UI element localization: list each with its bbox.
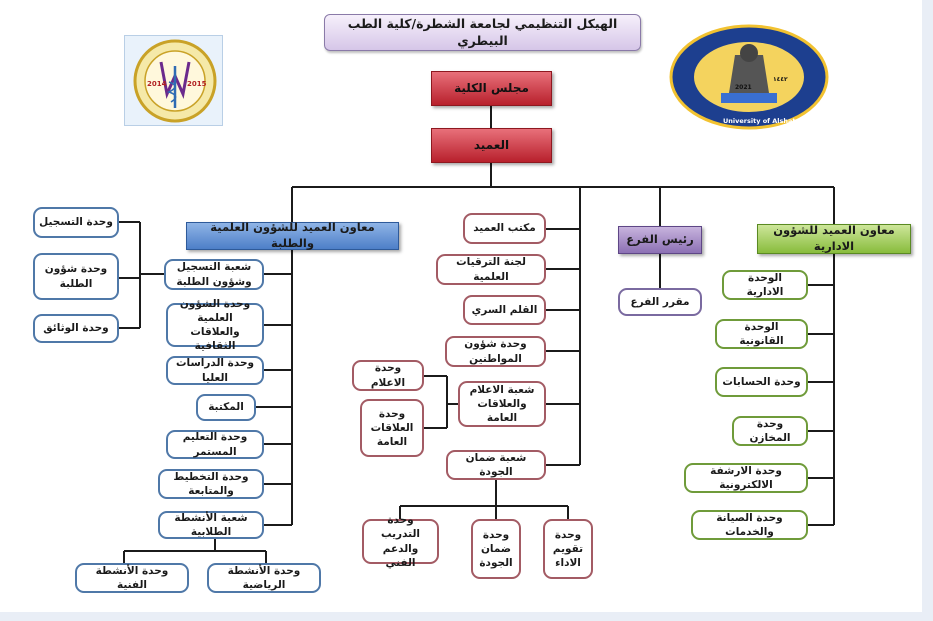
university-logo: 2021 ١٤٤٢ University of Alshatrah — [669, 23, 831, 131]
logo-year-hijri: ١٤٤٢ — [773, 76, 788, 83]
registration-unit-node: وحدة التسجيل — [33, 207, 119, 238]
performance-evaluation-unit-node: وحدة تقويم الاداء — [543, 519, 593, 579]
confidential-office-node: القلم السري — [463, 295, 546, 325]
public-relations-unit-node: وحدة العلاقات العامة — [360, 399, 424, 457]
continuing-education-unit-node: وحدة التعليم المستمر — [166, 430, 264, 459]
student-affairs-unit-node: وحدة شؤون الطلبة — [33, 253, 119, 300]
citizen-affairs-unit-node: وحدة شؤون المواطنين — [445, 336, 546, 367]
quality-assurance-section-node: شعبة ضمان الجودة — [446, 450, 546, 480]
sports-activities-unit-node: وحدة الأنشطة الرياضية — [207, 563, 321, 593]
promotions-committee-node: لجنة الترقيات العلمية — [436, 254, 546, 285]
documents-unit-node: وحدة الوثائق — [33, 314, 119, 343]
scientific-relations-unit-node: وحدة الشؤون العلمية والعلاقات الثقافية — [166, 298, 264, 352]
branch-rapporteur-node: مقرر الفرع — [618, 288, 702, 316]
quality-assurance-unit-node: وحدة ضمان الجودة — [471, 519, 521, 579]
chart-title: الهيكل التنظيمي لجامعة الشطرة/كلية الطب … — [324, 14, 641, 51]
dean-node: العميد — [431, 128, 552, 163]
window-bottom-edge — [0, 612, 933, 621]
planning-unit-node: وحدة التخطيط والمتابعة — [158, 469, 264, 499]
arts-activities-unit-node: وحدة الأنشطة الفنية — [75, 563, 189, 593]
branch-head-node: رئيس الفرع — [618, 226, 702, 254]
college-logo: 2014 2015 — [124, 35, 223, 126]
legal-unit-node: الوحدة القانونية — [715, 319, 808, 349]
logo-year-gregorian: 2021 — [735, 84, 752, 91]
registration-section-node: شعبة التسجيل وشؤون الطلبة — [164, 259, 264, 290]
admin-assistant-dean-node: معاون العميد للشؤون الادارية — [757, 223, 911, 254]
college-council-node: مجلس الكلية — [431, 71, 552, 106]
administrative-unit-node: الوحدة الادارية — [722, 270, 808, 300]
student-activities-section-node: شعبة الأنشطة الطلابية — [158, 511, 264, 539]
logo-university-name: University of Alshatrah — [723, 117, 808, 125]
logo-year-left: 2014 — [147, 80, 167, 88]
media-unit-node: وحدة الاعلام — [352, 360, 424, 391]
maintenance-unit-node: وحدة الصيانة والخدمات — [691, 510, 808, 540]
media-relations-section-node: شعبة الاعلام والعلاقات العامة — [458, 381, 546, 427]
dean-office-node: مكتب العميد — [463, 213, 546, 244]
stores-unit-node: وحدة المخازن — [732, 416, 808, 446]
scientific-assistant-dean-node: معاون العميد للشؤون العلمية والطلبة — [186, 220, 399, 250]
postgraduate-unit-node: وحدة الدراسات العليا — [166, 356, 264, 385]
library-node: المكتبة — [196, 394, 256, 421]
logo-year-right: 2015 — [187, 80, 207, 88]
training-support-unit-node: وحدة التدريب والدعم الفني — [362, 514, 439, 569]
accounts-unit-node: وحدة الحسابات — [715, 367, 808, 397]
e-archiving-unit-node: وحدة الارشفة الالكترونية — [684, 463, 808, 493]
window-edge — [922, 0, 933, 621]
